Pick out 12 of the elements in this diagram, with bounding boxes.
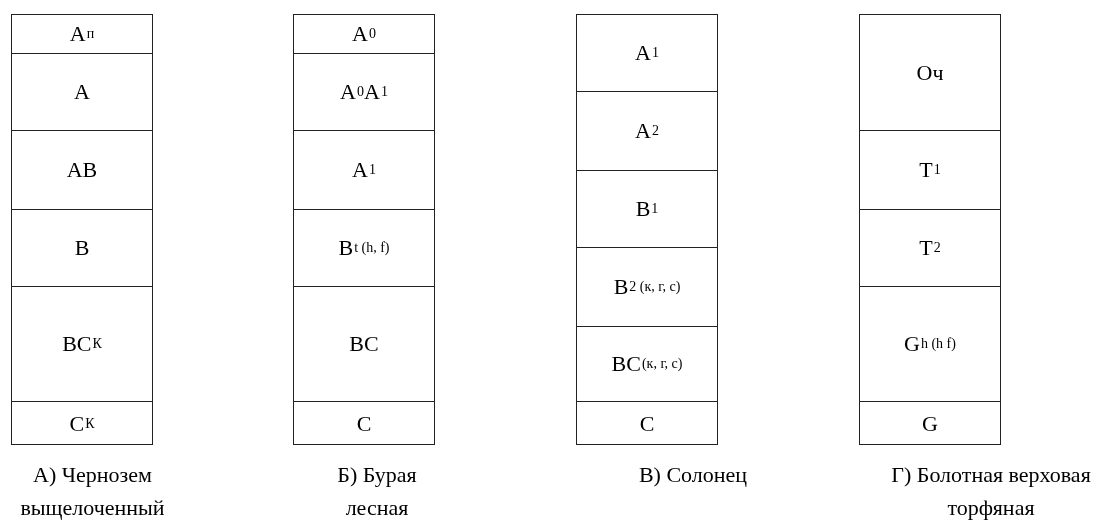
profile-caption: Б) Бурая лесная — [336, 461, 418, 522]
profile-caption: А) Чернозем выщелоченный — [19, 461, 166, 522]
soil-horizon: AB — [12, 131, 152, 210]
soil-horizon: C — [577, 402, 717, 445]
soil-horizon: Оч — [860, 15, 1000, 131]
profile-caption: Г) Болотная верховая торфяная — [890, 461, 1092, 522]
soil-horizon: C — [294, 402, 434, 445]
soil-horizon: BC — [294, 287, 434, 402]
soil-horizon: A — [12, 54, 152, 131]
profile-caption: В) Солонец — [637, 461, 749, 489]
soil-horizon: G — [860, 402, 1000, 445]
soil-horizon: B — [12, 210, 152, 287]
